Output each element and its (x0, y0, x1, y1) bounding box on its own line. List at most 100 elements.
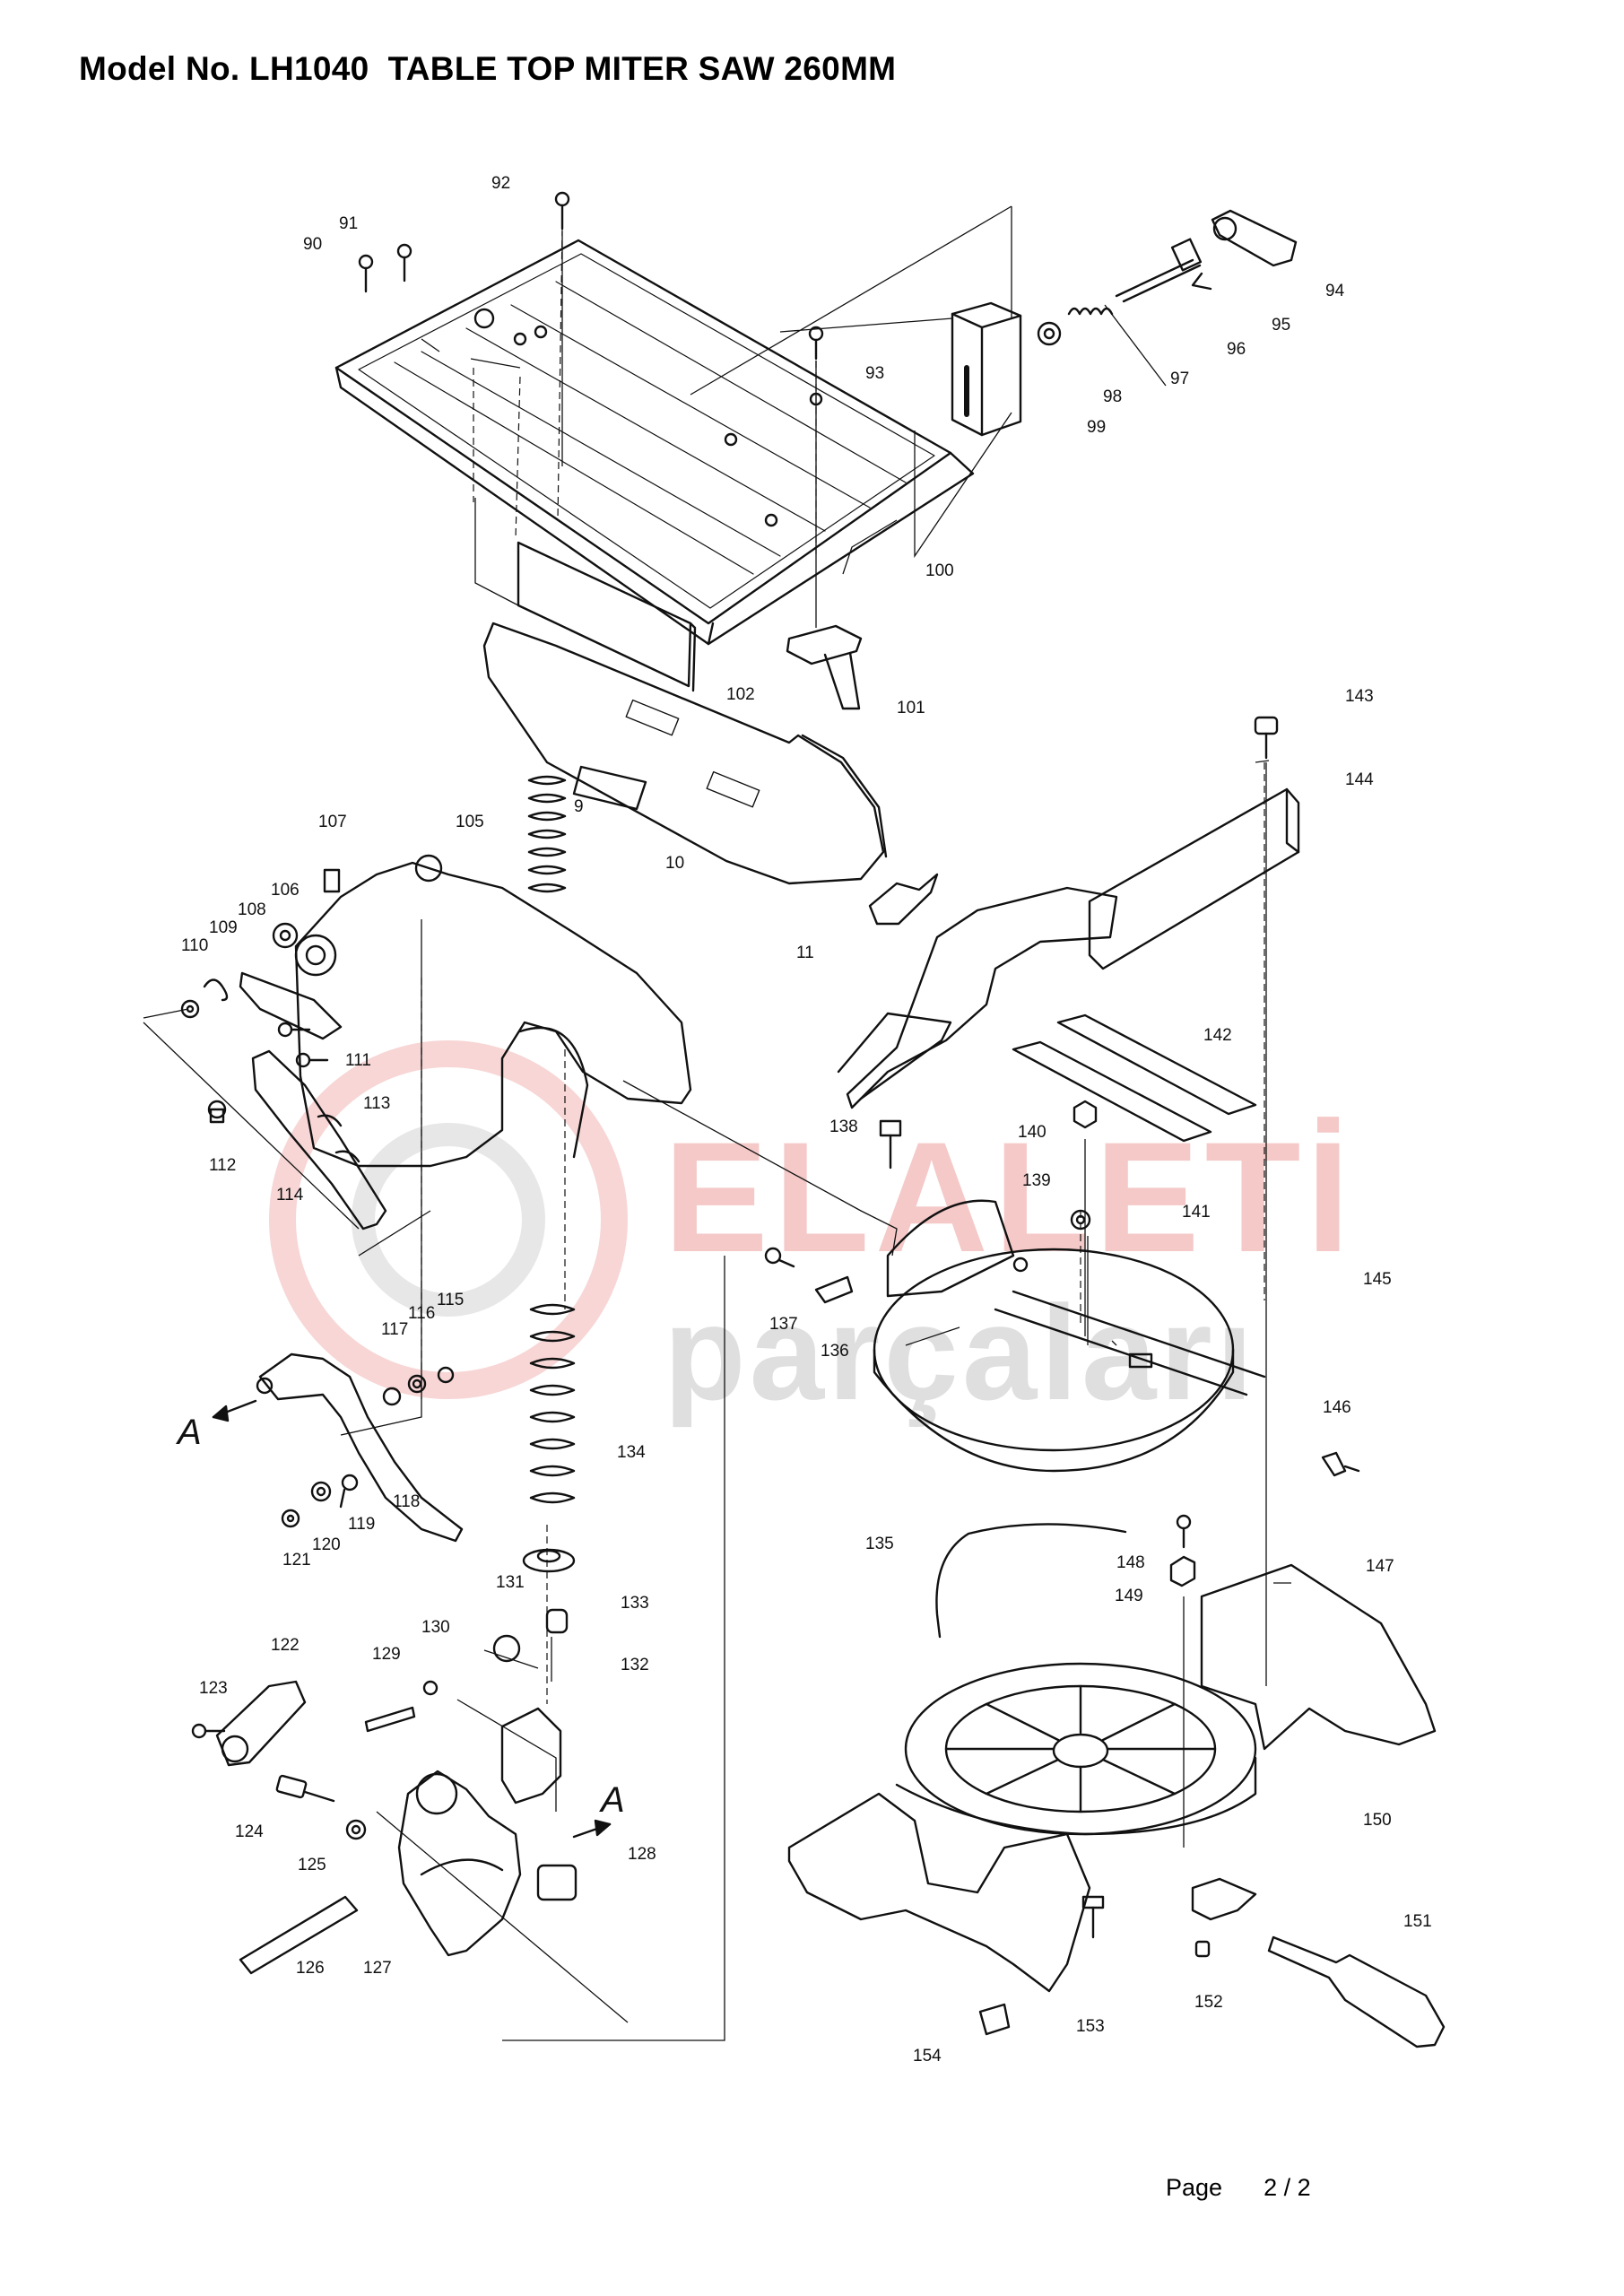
spring-109 (203, 978, 229, 1002)
part-label-11: 11 (796, 944, 814, 962)
part-label-130: 130 (421, 1618, 450, 1637)
part-label-117: 117 (381, 1320, 408, 1339)
part-label-138: 138 (829, 1118, 858, 1136)
bolt-124 (275, 1774, 335, 1803)
rail-holder-99 (951, 301, 1022, 437)
guide-fence (837, 886, 1118, 1109)
part-label-136: 136 (821, 1342, 849, 1361)
screw-137 (764, 1247, 795, 1268)
part-label-99: 99 (1087, 418, 1106, 437)
base-147 (787, 1563, 1437, 1993)
fence-144 (1088, 787, 1300, 970)
part-label-129: 129 (372, 1645, 401, 1664)
bolt-143 (1254, 716, 1279, 760)
view-marker-a-right: A (599, 1780, 625, 1820)
block-149 (1169, 1555, 1196, 1587)
table-top-100 (334, 239, 975, 646)
bracket-108 (239, 971, 343, 1040)
watermark-tagline: parçaları (664, 1277, 1256, 1428)
page-title: Model No. LH1040 TABLE TOP MITER SAW 260… (79, 50, 897, 87)
view-marker-a-left: A (176, 1413, 202, 1452)
screw-93 (808, 326, 824, 361)
part-label-108: 108 (238, 900, 266, 919)
part-label-116: 116 (408, 1304, 435, 1323)
foot-154 (978, 2003, 1011, 2036)
nut-140 (1073, 1100, 1098, 1129)
part-label-134: 134 (617, 1443, 646, 1462)
plate-141 (1012, 1040, 1212, 1143)
set-screw-107 (323, 868, 341, 893)
part-label-148: 148 (1116, 1553, 1145, 1572)
clip-95 (1191, 272, 1212, 291)
clamp-136 (814, 1275, 854, 1304)
part-label-140: 140 (1018, 1123, 1046, 1142)
part-label-124: 124 (235, 1822, 264, 1841)
part-label-135: 135 (865, 1535, 894, 1553)
screw-111 (277, 1022, 311, 1038)
spring-105 (527, 775, 567, 893)
part-label-100: 100 (925, 561, 954, 580)
part-label-149: 149 (1115, 1587, 1143, 1605)
part-label-126: 126 (296, 1959, 325, 1978)
part-label-90: 90 (303, 235, 322, 254)
bolt-153 (1081, 1895, 1105, 1939)
part-label-141: 141 (1182, 1203, 1211, 1222)
part-label-107: 107 (318, 813, 347, 831)
part-label-132: 132 (621, 1656, 649, 1674)
part-label-151: 151 (1403, 1912, 1432, 1931)
part-label-145: 145 (1363, 1270, 1392, 1289)
part-label-143: 143 (1345, 687, 1374, 706)
part-label-153: 153 (1076, 2017, 1105, 2036)
part-label-154: 154 (913, 2047, 942, 2066)
rod-126 (239, 1895, 359, 1975)
part-label-97: 97 (1170, 370, 1189, 388)
part-label-113: 113 (363, 1094, 390, 1113)
part-label-122: 122 (271, 1636, 300, 1655)
part-label-92: 92 (491, 174, 510, 193)
part-label-127: 127 (363, 1959, 392, 1978)
part-label-102: 102 (726, 685, 755, 704)
part-label-152: 152 (1194, 1993, 1223, 2012)
bushing-117 (382, 1387, 402, 1406)
link-122 (215, 1680, 307, 1767)
washer-98 (1037, 321, 1062, 346)
washer-116 (407, 1374, 427, 1394)
part-label-120: 120 (312, 1535, 341, 1554)
screw-123 (191, 1723, 226, 1739)
grip-151 (1267, 1935, 1446, 2048)
part-label-110: 110 (181, 936, 208, 955)
part-labels: 9101190919293949596979899100101102105106… (181, 174, 1432, 2066)
part-label-133: 133 (621, 1594, 649, 1613)
bolt-96 (1115, 238, 1203, 303)
nut-121 (281, 1509, 300, 1528)
part-label-94: 94 (1325, 282, 1345, 300)
view-arrow-a2 (572, 1819, 612, 1839)
part-label-109: 109 (209, 918, 238, 937)
lever-114 (251, 1049, 387, 1231)
part-label-91: 91 (339, 214, 358, 233)
part-label-147: 147 (1366, 1557, 1394, 1576)
view-arrow-a1 (212, 1399, 257, 1422)
spring-134 (529, 1303, 576, 1504)
screw-91 (396, 243, 413, 283)
part-label-9: 9 (574, 797, 584, 816)
plate-142 (1056, 1013, 1257, 1116)
part-label-106: 106 (271, 881, 300, 900)
wire-135 (935, 1523, 1127, 1639)
part-label-137: 137 (769, 1315, 798, 1334)
part-label-10: 10 (665, 854, 684, 873)
part-label-131: 131 (496, 1573, 525, 1592)
part-label-118: 118 (393, 1492, 420, 1511)
knob-106 (272, 922, 299, 949)
part-label-95: 95 (1272, 316, 1290, 335)
part-label-123: 123 (199, 1679, 228, 1698)
part-label-142: 142 (1203, 1026, 1232, 1045)
spring-seat-133 (522, 1548, 576, 1573)
nut-110 (180, 999, 200, 1019)
screw-152 (1194, 1940, 1211, 1958)
watermark: ELALETİ parçaları (269, 1040, 1355, 1428)
part-label-96: 96 (1227, 340, 1246, 359)
knob-94 (1211, 209, 1298, 267)
watermark-brand: ELALETİ (664, 1110, 1355, 1285)
